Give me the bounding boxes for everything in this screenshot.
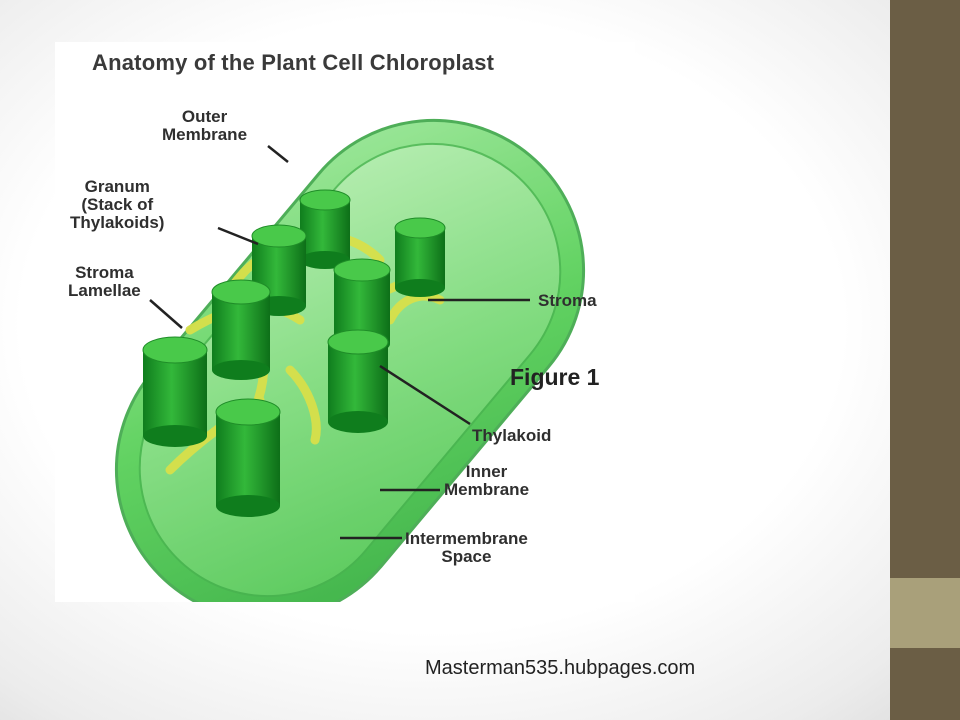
side-panel-accent: [890, 578, 960, 648]
label-inner-membrane: Inner Membrane: [444, 462, 530, 499]
granum-6: [327, 329, 389, 433]
leader-outer-membrane: [267, 145, 289, 163]
label-intermembrane-space: Intermembrane Space: [405, 529, 528, 566]
granum-8: [215, 398, 281, 517]
chloroplast-illustration: [114, 118, 586, 602]
label-granum: Granum (Stack of Thylakoids): [70, 177, 165, 232]
label-stroma-lamellae: Stroma Lamellae: [68, 263, 141, 300]
granum-2: [394, 217, 446, 297]
image-credit: Masterman535.hubpages.com: [425, 657, 696, 679]
label-thylakoid: Thylakoid: [472, 426, 552, 445]
leader-thylakoid: [379, 364, 471, 426]
figure-caption: Figure 1: [510, 364, 600, 390]
leader-lines: [149, 145, 530, 540]
leader-granum: [217, 226, 259, 246]
diagram-title: Anatomy of the Plant Cell Chloroplast: [92, 50, 495, 75]
chloroplast-diagram: [55, 42, 635, 602]
label-outer-membrane: Outer Membrane: [162, 107, 248, 144]
leader-stroma-lamellae: [149, 299, 183, 329]
granum-1: [299, 189, 351, 269]
granum-5: [211, 279, 271, 380]
granum-7: [142, 336, 208, 447]
label-stroma: Stroma: [538, 291, 597, 310]
